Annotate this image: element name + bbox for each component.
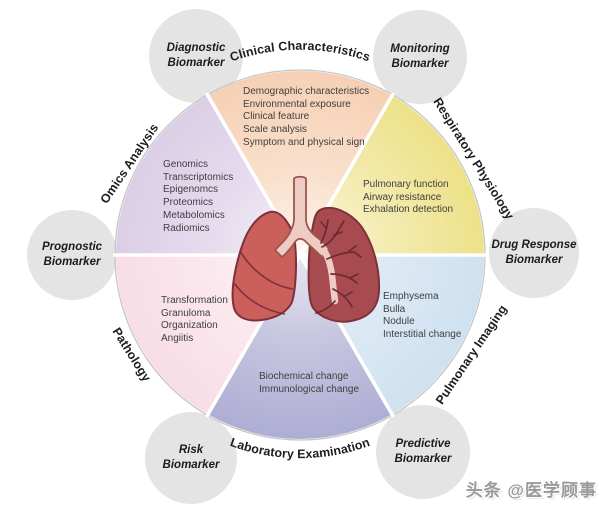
bubble-predictive-biomarker: Predictive Biomarker xyxy=(376,405,470,499)
bronchial-tree-branches xyxy=(315,219,362,314)
bubble-diagnostic-biomarker: Diagnostic Biomarker xyxy=(149,9,243,103)
left-lung-lobe-line xyxy=(233,282,286,315)
bubble-label-line2: Biomarker xyxy=(394,453,452,465)
bubble-risk-biomarker: Risk Biomarker xyxy=(145,412,237,504)
bubble-label-line1: Drug Response xyxy=(491,239,577,251)
pathology-items: Transformation Granuloma Organization An… xyxy=(161,295,228,345)
bubble-label-line2: Biomarker xyxy=(391,58,449,70)
respiratory-physiology-items: Pulmonary function Airway resistance Exh… xyxy=(363,179,454,216)
sector-laboratory-examination xyxy=(208,255,392,439)
bubble-prognostic-biomarker: Prognostic Biomarker xyxy=(27,210,117,300)
trachea xyxy=(274,175,330,258)
left-lung-lobe-line xyxy=(239,250,294,290)
right-lung xyxy=(307,207,381,323)
laboratory-examination-items: Biochemical change Immunological change xyxy=(259,371,360,395)
clinical-characteristics-items: Demographic characteristics Environmenta… xyxy=(243,86,370,148)
lungs-illustration xyxy=(231,175,381,323)
bubble-label-line1: Predictive xyxy=(395,438,451,450)
pulmonary-imaging-items: Emphysema Bulla Nodule Interstitial chan… xyxy=(383,291,462,341)
bubble-label-line1: Diagnostic xyxy=(166,42,226,54)
sector-omics-analysis xyxy=(116,95,300,255)
watermark-text: 头条 @医学顾事 xyxy=(465,481,597,500)
bubble-label-line1: Monitoring xyxy=(390,43,450,55)
bubble-label-line2: Biomarker xyxy=(505,254,563,266)
sector-label-laboratory-examination: Laboratory Examination xyxy=(228,435,371,461)
bubble-label-line2: Biomarker xyxy=(162,459,220,471)
bubble-label-line1: Risk xyxy=(178,444,204,456)
bubble-monitoring-biomarker: Monitoring Biomarker xyxy=(373,10,467,104)
sector-clinical-characteristics xyxy=(208,71,392,255)
sector-label-clinical-characteristics: Clinical Characteristics xyxy=(228,39,372,65)
bronchial-tree-stem xyxy=(319,245,339,305)
bubble-label-line2: Biomarker xyxy=(43,256,101,268)
bubble-label-line1: Prognostic xyxy=(41,241,103,253)
omics-analysis-items: Genomics Transcriptomics Epigenomcs Prot… xyxy=(163,159,234,234)
bubble-label-line2: Biomarker xyxy=(167,57,225,69)
bubble-drug-response-biomarker: Drug Response Biomarker xyxy=(489,208,579,298)
